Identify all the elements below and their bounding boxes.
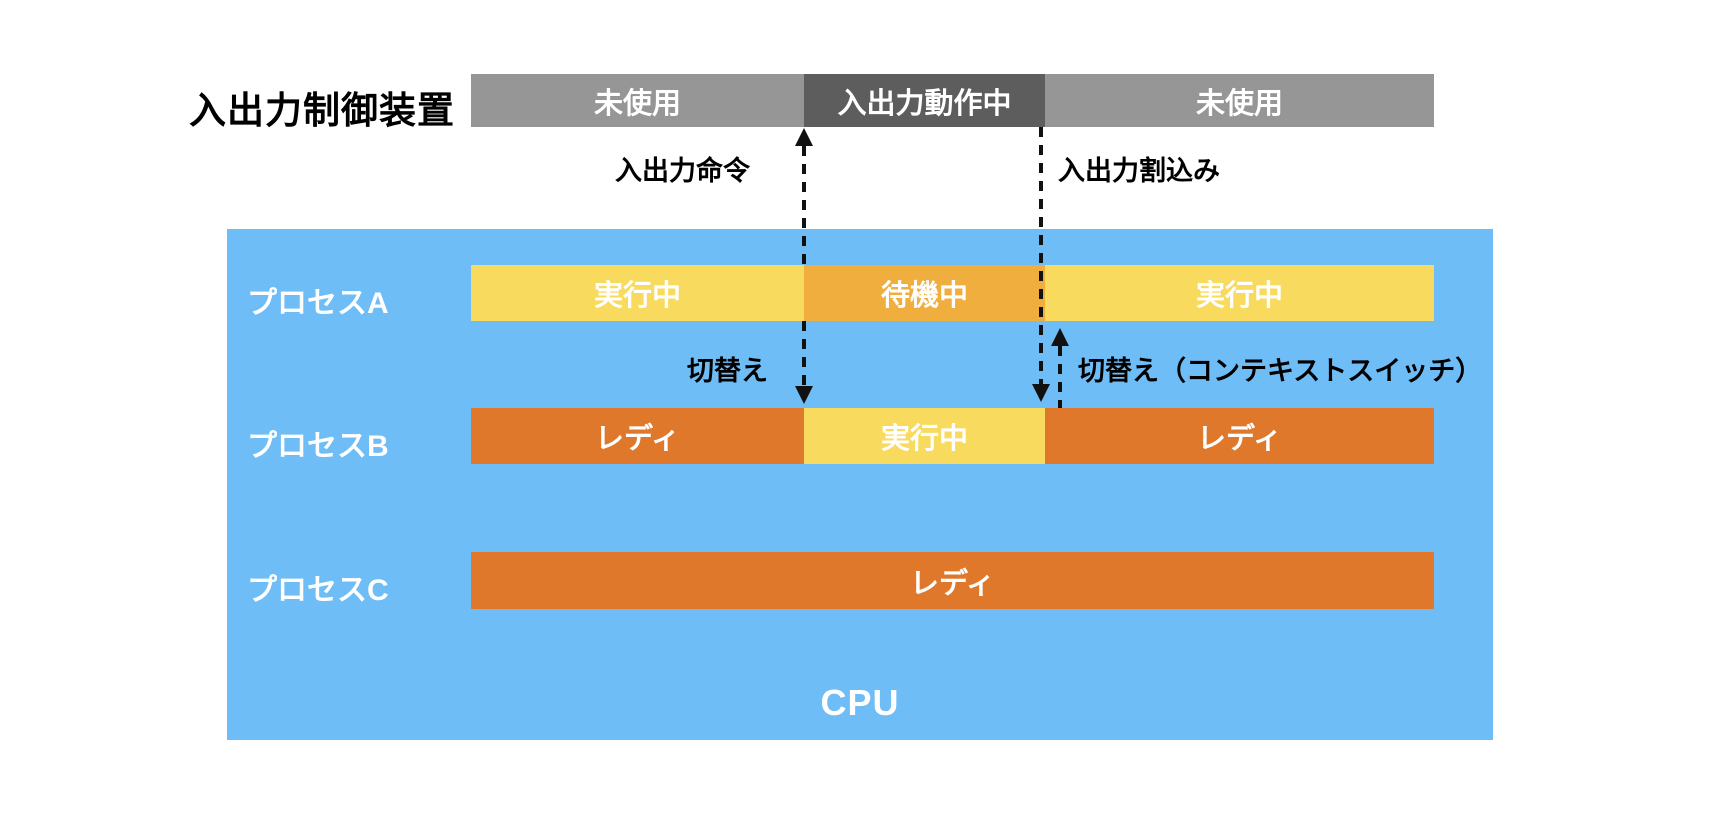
process-a-running-segment: 実行中	[471, 265, 804, 321]
process-b-segment-label: レディ	[595, 423, 680, 455]
io-active-segment: 入出力動作中	[804, 74, 1045, 127]
process-b-label: プロセスB	[247, 430, 389, 463]
io-controller-label: 入出力制御装置	[189, 90, 455, 131]
process-c-timeline-bar: レディ	[471, 552, 1434, 609]
process-c-label: プロセスC	[247, 574, 389, 607]
io-idle-segment: 未使用	[1045, 74, 1434, 127]
io-interrupt-arrowhead-down	[1032, 384, 1050, 402]
process-c-segment-label: レディ	[910, 567, 995, 600]
io-interrupt-dashed-line	[1039, 127, 1043, 384]
process-a-segment-label: 待機中	[880, 280, 968, 312]
io-command-label: 入出力命令	[615, 156, 750, 186]
switch-arrowhead-down	[795, 386, 813, 404]
process-a-segment-label: 実行中	[1195, 280, 1283, 312]
process-a-running-segment: 実行中	[1045, 265, 1434, 321]
io-idle-segment: 未使用	[471, 74, 804, 127]
io-active-segment-label: 入出力動作中	[837, 87, 1012, 120]
process-b-ready-segment: レディ	[471, 408, 804, 464]
process-b-timeline-bar: レディ 実行中 レディ	[471, 408, 1434, 464]
process-b-segment-label: レディ	[1197, 423, 1282, 455]
context-switch-label: 切替え（コンテキストスイッチ）	[1078, 356, 1483, 386]
context-switch-arrowhead-up	[1051, 328, 1069, 346]
process-a-segment-label: 実行中	[593, 280, 681, 312]
io-controller-timeline-bar: 未使用 入出力動作中 未使用	[471, 74, 1434, 127]
process-a-label: プロセスA	[247, 287, 389, 320]
process-c-ready-segment: レディ	[471, 552, 1434, 609]
io-interrupt-label: 入出力割込み	[1058, 156, 1220, 186]
switch-label: 切替え	[687, 356, 768, 386]
io-idle-segment-label: 未使用	[593, 87, 681, 120]
io-idle-segment-label: 未使用	[1195, 87, 1283, 120]
process-b-running-segment: 実行中	[804, 408, 1045, 464]
context-switch-dashed-line	[1058, 346, 1062, 408]
process-b-ready-segment: レディ	[1045, 408, 1434, 464]
process-b-segment-label: 実行中	[880, 423, 968, 455]
cpu-caption: CPU	[820, 682, 900, 723]
io-command-dashed-line	[802, 146, 806, 265]
switch-dashed-line	[802, 321, 806, 386]
process-a-waiting-segment: 待機中	[804, 265, 1045, 321]
io-command-arrowhead-up	[795, 128, 813, 146]
process-a-timeline-bar: 実行中 待機中 実行中	[471, 265, 1434, 321]
